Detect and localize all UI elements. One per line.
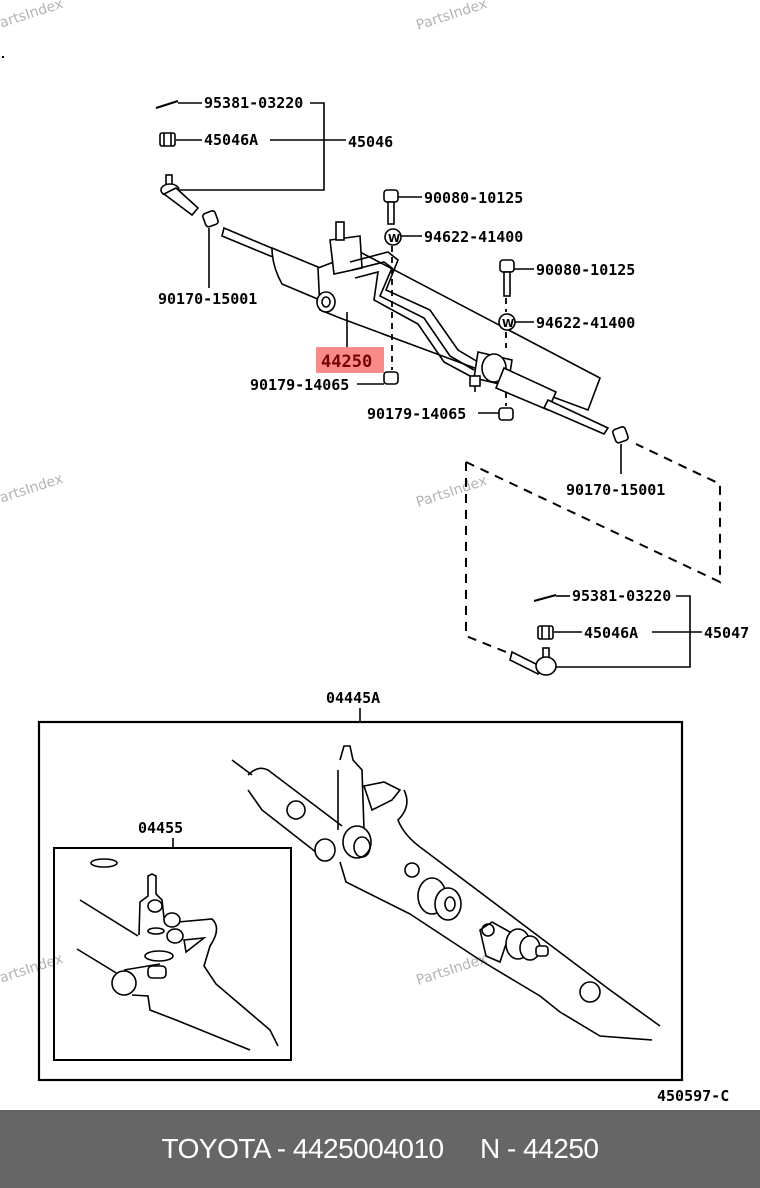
nut-icon	[498, 407, 514, 421]
tie-rod-end-left-icon	[160, 174, 200, 217]
left-tie-rod-end-group[interactable]: 95381-03220 45046A 45046 90170-15001	[155, 94, 393, 308]
part-label-jam-nut-right[interactable]: 90170-15001	[566, 481, 665, 499]
part-label-cotter-pin-left[interactable]: 95381-03220	[204, 94, 303, 112]
kit-frame	[37, 720, 684, 1082]
watermark: PartsIndex	[0, 471, 65, 509]
cotter-pin-icon	[155, 99, 179, 110]
bolt-washer-upper-group[interactable]: 90080-10125 W 94622-41400	[383, 189, 523, 370]
highlight-box	[316, 347, 384, 373]
jam-nut-right-group[interactable]: 90170-15001	[566, 444, 665, 499]
washer-icon: W	[384, 228, 402, 246]
steering-rack-illustration[interactable]	[221, 221, 629, 444]
jam-nut-right-icon	[612, 426, 629, 444]
svg-text:W: W	[388, 232, 400, 245]
kit-label-04445A[interactable]: 04445A	[326, 689, 380, 707]
kit-label-04455[interactable]: 04455	[138, 819, 183, 837]
part-label-nut-left-mount[interactable]: 90179-14065	[250, 376, 349, 394]
nut-left-group[interactable]: 90179-14065	[250, 371, 399, 394]
svg-text:W: W	[502, 317, 514, 330]
castle-nut-icon	[159, 132, 176, 147]
housing-sketch-small	[76, 858, 279, 1051]
speck	[2, 56, 4, 58]
watermark: PartsIndex	[0, 0, 65, 34]
part-label-jam-nut-left[interactable]: 90170-15001	[158, 290, 257, 308]
part-label-main[interactable]: 44250	[321, 352, 372, 372]
gasket-kit-box[interactable]: 04445A	[37, 689, 684, 1082]
part-label-bolt-right[interactable]: 90080-10125	[536, 261, 635, 279]
tie-rod-end-right-icon	[509, 647, 557, 676]
castle-nut-icon	[537, 625, 554, 640]
footer-bar: TOYOTA - 4425004010 N - 44250	[0, 1110, 760, 1188]
part-label-cotter-pin-right[interactable]: 95381-03220	[572, 587, 671, 605]
cotter-pin-icon	[533, 593, 557, 603]
watermark: PartsIndex	[414, 0, 489, 34]
bolt-icon	[383, 189, 399, 225]
parts-diagram: PartsIndex PartsIndex PartsIndex PartsIn…	[0, 0, 749, 1105]
part-label-nut-left[interactable]: 45046A	[204, 131, 258, 149]
part-label-washer-upper[interactable]: 94622-41400	[424, 228, 523, 246]
part-label-nut-right[interactable]: 45046A	[584, 624, 638, 642]
illustration-code: 450597-C	[657, 1087, 729, 1105]
part-label-washer-right[interactable]: 94622-41400	[536, 314, 635, 332]
bolt-icon	[499, 259, 515, 297]
group-label-45046[interactable]: 45046	[348, 133, 393, 151]
nut-icon	[383, 371, 399, 385]
washer-icon: W	[498, 313, 516, 331]
main-part-callout[interactable]: 44250	[316, 312, 384, 373]
nut-right-group[interactable]: 90179-14065	[367, 392, 514, 423]
part-label-nut-right-mount[interactable]: 90179-14065	[367, 405, 466, 423]
housing-sketch-large	[231, 745, 661, 1041]
dashed-guide	[465, 443, 721, 584]
dashed-guide	[465, 462, 517, 657]
seal-kit-box[interactable]: 04455	[53, 819, 292, 1061]
group-label-45047[interactable]: 45047	[704, 624, 749, 642]
bolt-washer-right-group[interactable]: 90080-10125 W 94622-41400	[498, 259, 635, 348]
part-label-bolt-upper[interactable]: 90080-10125	[424, 189, 523, 207]
watermark: PartsIndex	[414, 951, 489, 989]
watermark: PartsIndex	[414, 473, 489, 511]
footer-part-info: TOYOTA - 4425004010 N - 44250	[161, 1133, 599, 1164]
right-tie-rod-end-group[interactable]: 95381-03220 45046A 45047	[509, 587, 749, 676]
watermark: PartsIndex	[0, 951, 65, 989]
kit-frame	[53, 847, 292, 1061]
jam-nut-left-icon	[202, 210, 219, 228]
